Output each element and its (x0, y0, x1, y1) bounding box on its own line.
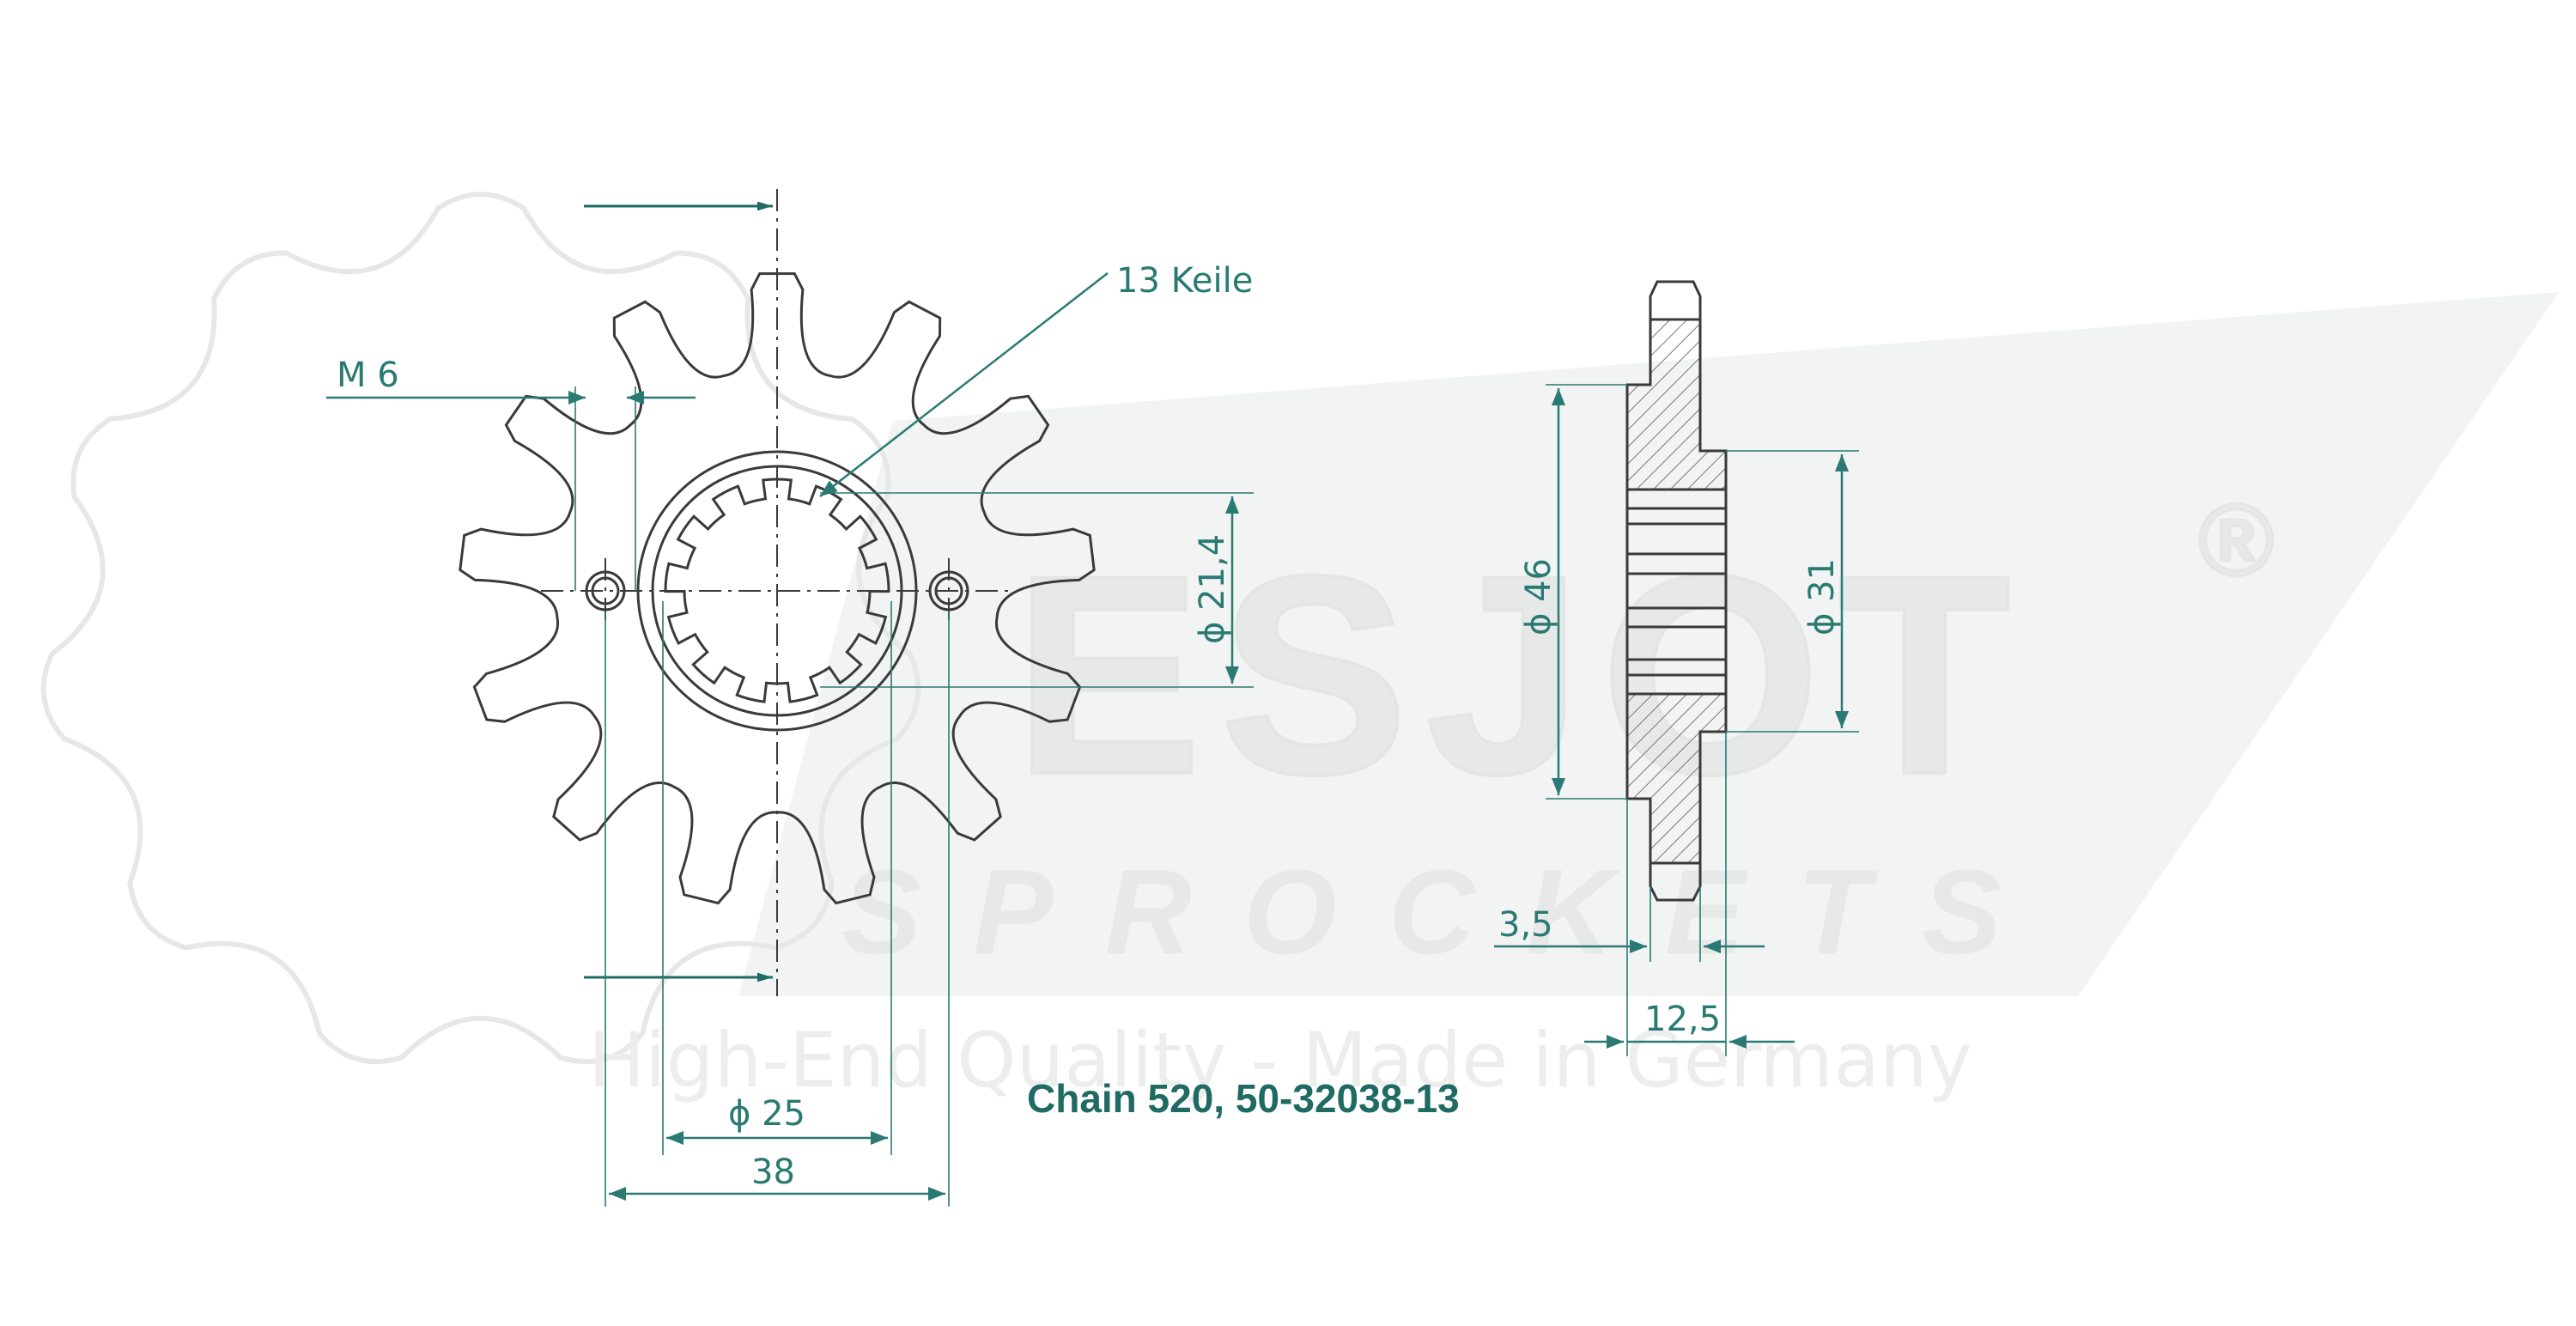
keile-leader-line (819, 272, 1109, 497)
d31-label: ϕ 31 (1802, 558, 1842, 636)
chain-part-title: Chain 520, 50-32038-13 (1027, 1076, 1460, 1121)
m6-label: M 6 (337, 356, 399, 395)
spline-bore (664, 477, 890, 703)
d46-label: ϕ 46 (1519, 558, 1558, 636)
d214-label: ϕ 21,4 (1193, 534, 1232, 644)
keile-label: 13 Keile (1116, 261, 1253, 301)
front-dimensions: 13 Keile M 6 ϕ 21,4 ϕ 25 38 (326, 261, 1254, 1207)
sprocket-tooth-profile (459, 272, 1096, 905)
side-spline-lines (1627, 488, 1726, 696)
d25-label: ϕ 25 (728, 1094, 805, 1134)
watermark-logo-sub: SPROCKETS (841, 844, 2053, 979)
section-hatch-top (1627, 319, 1726, 490)
side-dimensions: ϕ 46 ϕ 31 3,5 12,5 (1494, 384, 1859, 1056)
section-hatch-bottom (1627, 694, 1726, 863)
l38-label: 38 (751, 1153, 795, 1192)
watermark-banner (738, 292, 2559, 996)
watermark-slogan: High-End Quality - Made in Germany (588, 1016, 1972, 1104)
l125-label: 12,5 (1644, 1000, 1721, 1039)
section-arrows (584, 201, 773, 982)
watermark-registered-mark: ® (2198, 483, 2274, 598)
watermark-gear-outline (40, 192, 921, 1065)
l35-label: 3,5 (1498, 905, 1553, 945)
watermark: ESJOT ® SPROCKETS High-End Quality - Mad… (40, 192, 2559, 1104)
